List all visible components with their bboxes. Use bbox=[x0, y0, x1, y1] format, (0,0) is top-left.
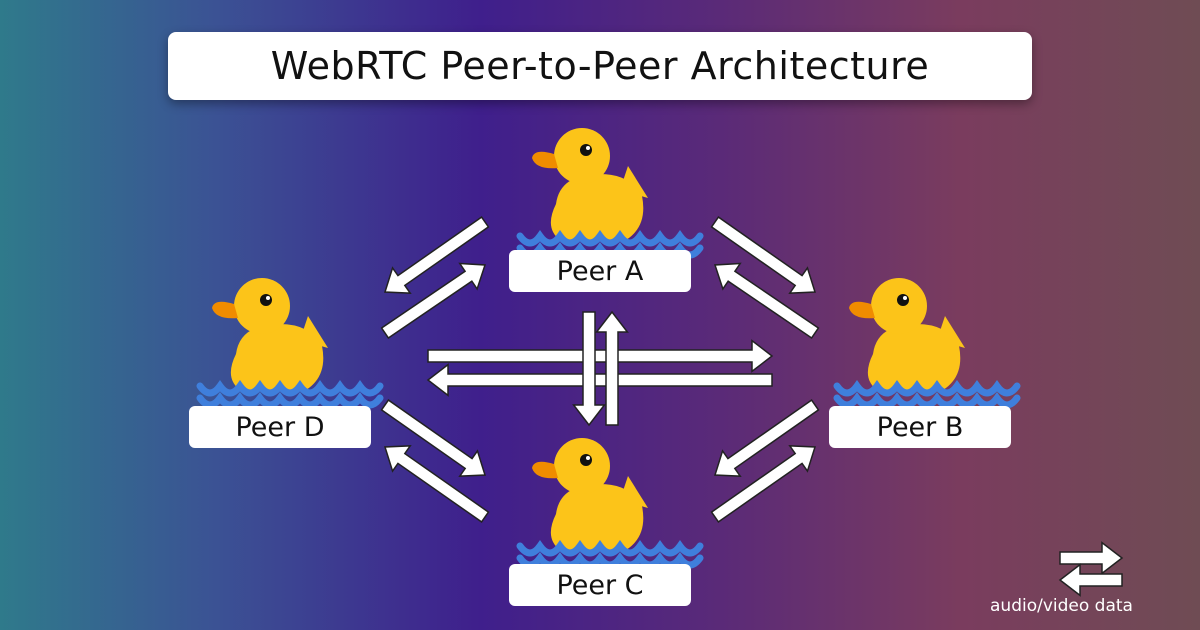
peer-label-c: Peer C bbox=[509, 564, 691, 606]
arrow-b-to-a bbox=[713, 262, 820, 340]
arrow-d-to-a bbox=[380, 262, 487, 340]
arrow-c-to-d bbox=[383, 445, 490, 523]
duck-peer-b-icon bbox=[837, 278, 1017, 405]
arrow-b-to-c bbox=[713, 399, 820, 477]
arrow-b-to-d bbox=[426, 363, 773, 397]
arrow-c-to-a bbox=[595, 310, 629, 426]
arrow-a-to-b bbox=[710, 216, 817, 294]
page-title: WebRTC Peer-to-Peer Architecture bbox=[270, 44, 930, 88]
peer-label-b: Peer B bbox=[829, 406, 1011, 448]
legend-label: audio/video data bbox=[990, 596, 1133, 616]
arrow-a-to-d bbox=[383, 216, 490, 294]
duck-peer-a-icon bbox=[520, 128, 700, 255]
arrow-a-to-c bbox=[572, 311, 606, 427]
duck-peer-c-icon bbox=[520, 438, 700, 565]
arrow-c-to-b bbox=[710, 445, 817, 523]
legend-arrow-right bbox=[1059, 541, 1124, 575]
peer-label-d: Peer D bbox=[189, 406, 371, 448]
duck-peer-d-icon bbox=[200, 278, 380, 405]
peer-label-a: Peer A bbox=[509, 250, 691, 292]
arrow-d-to-b bbox=[427, 339, 774, 373]
arrow-d-to-c bbox=[380, 399, 487, 477]
title-box: WebRTC Peer-to-Peer Architecture bbox=[168, 32, 1032, 100]
connection-arrows bbox=[380, 216, 1124, 597]
legend-arrow-left bbox=[1058, 563, 1123, 597]
